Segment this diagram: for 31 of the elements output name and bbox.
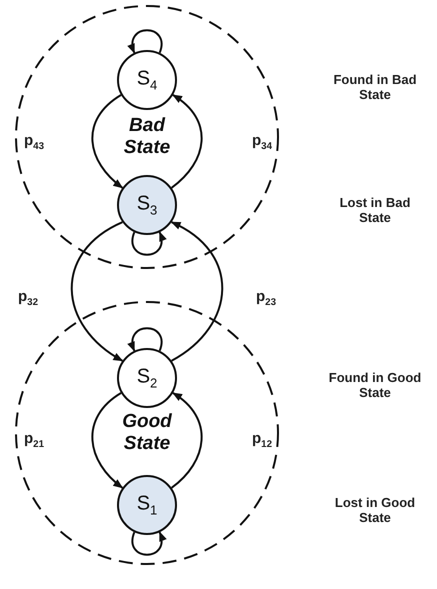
state-circle	[117, 175, 177, 235]
state-circle	[117, 50, 177, 110]
self-loop-arrow	[132, 231, 166, 256]
edge-label: p$_{32}$	[18, 288, 38, 308]
state-caption: Lost in Good State	[334, 495, 416, 525]
state-caption: Found in Bad State	[332, 72, 418, 102]
arrow	[170, 94, 203, 189]
region-title: Good State	[121, 411, 173, 455]
edge-label: p$_{34}$	[252, 132, 272, 152]
state-label: S$_{3}$	[136, 192, 158, 218]
self-loop-arrow	[132, 531, 166, 556]
arrow	[91, 392, 124, 489]
state-circle	[117, 475, 177, 535]
state-label: S$_{2}$	[136, 366, 158, 390]
arrow	[70, 221, 124, 362]
dashed-region-circle	[15, 5, 279, 269]
edge-label: p$_{43}$	[24, 132, 44, 152]
edge-label: p$_{12}$	[252, 430, 272, 450]
state-label: S$_{1}$	[136, 492, 158, 518]
edge-label: p$_{21}$	[24, 430, 44, 450]
arrow	[170, 221, 224, 362]
edge-label: p$_{23}$	[256, 288, 276, 308]
state-label: S$_{4}$	[136, 68, 158, 92]
state-caption: Lost in Bad State	[338, 195, 412, 225]
arrow	[170, 392, 203, 489]
state-caption: Found in Good State	[328, 370, 422, 400]
state-circle	[117, 348, 177, 408]
arrow	[91, 94, 124, 189]
self-loop-arrow	[128, 327, 162, 352]
self-loop-arrow	[128, 29, 162, 54]
region-title: Bad State	[122, 115, 172, 159]
